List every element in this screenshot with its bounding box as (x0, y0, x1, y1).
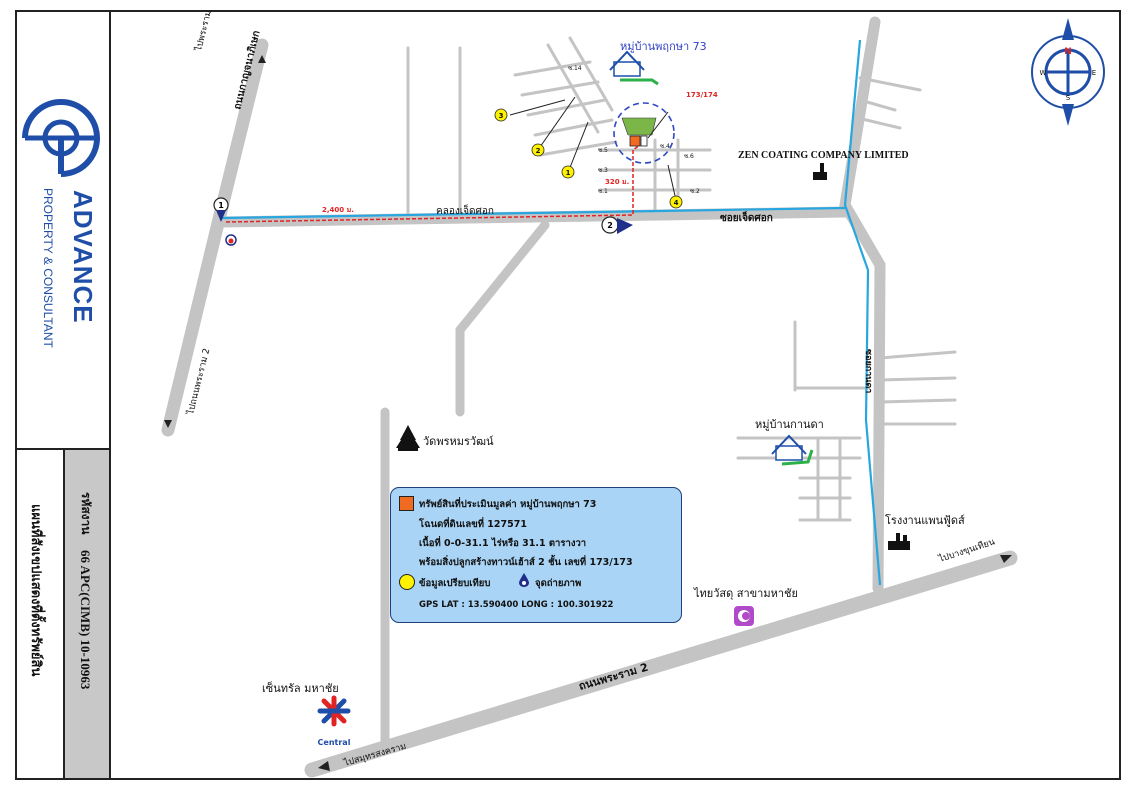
road-network (161, 16, 1018, 778)
compare-marker-3 (494, 108, 508, 122)
logo-panel: ADVANCE PROPERTY & CONSULTANT (15, 10, 109, 450)
photo-point-2: 2 (601, 216, 633, 234)
road-left-highway (161, 38, 269, 437)
right-soi-label: ซอยกานดา (863, 349, 873, 393)
soi-label-3: ซ.3 (598, 167, 608, 174)
central-logo (317, 695, 351, 727)
subject-legend-icon (399, 496, 414, 511)
distance-label-1: 2,400 ม. (322, 206, 354, 214)
temple-icon (396, 425, 420, 451)
map-frame (15, 10, 1121, 780)
job-code-label: รหัสงาน (79, 492, 93, 535)
direction-arrows (164, 55, 1012, 771)
village-top-streets (513, 36, 712, 212)
temple-label: วัดพรหมรวัฒน์ (423, 435, 494, 448)
svg-text:2: 2 (607, 221, 613, 230)
site-map: 3 2 1 4 1 2 (161, 10, 1105, 778)
factory-icon (813, 163, 827, 180)
soi-label-6: ซ.6 (684, 153, 694, 160)
company-subtitle: PROPERTY & CONSULTANT (41, 188, 55, 348)
legend-line-2: โฉนดที่ดินเลขที่ 127571 (419, 519, 527, 530)
job-code-value: 66 APC(CIMB) 10-10963 (78, 550, 93, 690)
road-to-temple (455, 220, 550, 417)
compare-label-4: 4 (674, 199, 679, 207)
company-logo (22, 99, 100, 177)
subject-property-marker (629, 135, 641, 147)
village-top-label: หมู่บ้านพฤกษา 73 (620, 40, 707, 53)
compass-w: W (1040, 69, 1047, 77)
report-title: แผนที่สังเขปแสดงที่ตั้งทรัพย์สิน (28, 504, 43, 677)
compare-marker-1 (561, 165, 575, 179)
compass-s: S (1066, 94, 1071, 102)
factory-label: โรงงานแพนฟู้ดส์ (885, 513, 965, 527)
compare-marker-2 (531, 143, 545, 157)
house-icon (609, 50, 659, 86)
soi-label: ซอยเจ็ดศอก (720, 210, 773, 224)
factory-icon (888, 533, 910, 550)
legend-gps: GPS LAT : 13.590400 LONG : 100.301922 (419, 600, 614, 610)
waterway (221, 39, 882, 586)
sidebar: ADVANCE PROPERTY & CONSULTANT แผนที่สังเ… (15, 10, 111, 780)
comparison-leaders (509, 96, 677, 201)
code-strip: รหัสงาน 66 APC(CIMB) 10-10963 (63, 450, 109, 778)
road-right-vertical (839, 16, 886, 594)
legend-photo: จุดถ่ายภาพ (535, 578, 582, 589)
soi-label-5: ซ.5 (598, 147, 608, 154)
compass-icon: N S E W (1031, 18, 1105, 126)
soi-label-14: ซ.14 (568, 65, 582, 72)
legend-compare: ข้อมูลเปรียบเทียบ (419, 578, 491, 589)
legend-line-1: ทรัพย์สินที่ประเมินมูลค่า หมู่บ้านพฤกษา … (419, 499, 597, 510)
compare-legend-icon (399, 574, 415, 590)
right-mid-streets (736, 320, 957, 522)
distance-label-2: 320 ม. (605, 178, 629, 186)
legend-line-3: เนื้อที่ 0-0-31.1 ไร่หรือ 31.1 ตารางวา (419, 538, 587, 549)
access-route (225, 144, 641, 223)
compare-label-1: 1 (566, 169, 571, 177)
thaiwatsadu-label: ไทยวัสดุ สาขามหาชัย (693, 587, 798, 600)
title-panel: แผนที่สังเขปแสดงที่ตั้งทรัพย์สิน รหัสงาน… (15, 450, 109, 778)
legend-line-4: พร้อมสิ่งปลูกสร้างทาวน์เฮ้าส์ 2 ชั้น เลข… (419, 557, 633, 568)
house-number-label: 173/174 (686, 91, 718, 99)
compare-marker-4 (669, 195, 683, 209)
photo-legend-icon (519, 573, 529, 587)
zen-label: ZEN COATING COMPANY LIMITED (738, 150, 909, 161)
comparison-markers (494, 108, 683, 209)
central-logo-text: Central (318, 738, 351, 747)
road-rama2 (304, 550, 1018, 778)
company-name: ADVANCE (68, 190, 98, 324)
compass-n: N (1064, 47, 1072, 57)
house-icon (771, 434, 814, 466)
central-label: เซ็นทรัล มหาชัย (262, 681, 339, 695)
khlong-label: คลองเจ็ดศอก (436, 203, 494, 217)
village-right-label: หมู่บ้านกานดา (755, 418, 824, 431)
direction-label-top: ไปพระรามสอง (193, 10, 218, 53)
subject-area (613, 102, 675, 164)
thaiwatsadu-icon (734, 606, 754, 626)
legend-box: ทรัพย์สินที่ประเมินมูลค่า หมู่บ้านพฤกษา … (390, 487, 682, 623)
soi-label-2: ซ.2 (690, 188, 700, 195)
soi-label-1: ซ.1 (598, 188, 608, 195)
photo-point-1: 1 (213, 197, 229, 222)
compare-label-3: 3 (499, 112, 504, 120)
svg-text:1: 1 (218, 201, 224, 210)
right-top-streets (856, 76, 922, 130)
soi-label-4: ซ.4 (660, 143, 670, 150)
compass-e: E (1092, 69, 1096, 77)
compare-label-2: 2 (536, 147, 541, 155)
water-drop-icon (225, 234, 237, 246)
